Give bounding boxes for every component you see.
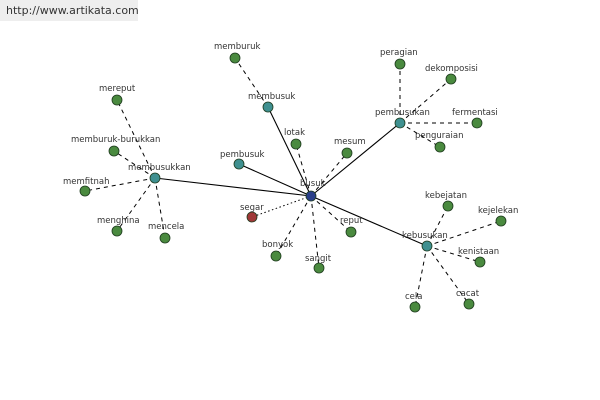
- node-memfitnah[interactable]: [79, 185, 91, 197]
- edge-busuk-kebusukan: [310, 195, 428, 247]
- edge-busuk-bonyok: [275, 195, 312, 257]
- node-kebejatan[interactable]: [442, 200, 454, 212]
- node-label-pembusukan: pembusukan: [375, 108, 430, 118]
- node-label-segar: segar: [240, 203, 264, 213]
- node-label-memburuk: memburuk: [214, 42, 260, 52]
- edge-busuk-pembusukan: [310, 122, 401, 197]
- edge-kebusukan-cacat: [426, 245, 470, 305]
- node-pembusuk[interactable]: [233, 158, 245, 170]
- node-label-mesum: mesum: [334, 137, 366, 147]
- node-peragian[interactable]: [394, 58, 406, 70]
- node-dekomposisi[interactable]: [445, 73, 457, 85]
- node-membusukkan[interactable]: [149, 172, 161, 184]
- node-kebusukan[interactable]: [421, 240, 433, 252]
- node-label-memburuk-burukkan: memburuk-burukkan: [71, 135, 160, 145]
- node-mencela[interactable]: [159, 232, 171, 244]
- edge-kebusukan-kejelekan: [426, 220, 502, 247]
- edge-busuk-lotak: [295, 143, 312, 197]
- node-membusuk[interactable]: [262, 101, 274, 113]
- node-lotak[interactable]: [290, 138, 302, 150]
- graph-nodes: [79, 52, 507, 313]
- edge-pembusukan-dekomposisi: [399, 78, 452, 124]
- node-label-kejelekan: kejelekan: [478, 206, 518, 216]
- node-bonyok[interactable]: [270, 250, 282, 262]
- edge-busuk-membusuk: [267, 106, 312, 197]
- edge-busuk-segar: [251, 195, 312, 218]
- node-pembusukan[interactable]: [394, 117, 406, 129]
- node-label-pembusuk: pembusuk: [220, 150, 265, 160]
- node-menghina[interactable]: [111, 225, 123, 237]
- edge-membusukkan-mencela: [154, 177, 166, 239]
- graph-edges: [84, 57, 502, 308]
- edge-kebusukan-kenistaan: [426, 245, 481, 263]
- edge-busuk-reput: [310, 195, 352, 233]
- node-label-peragian: peragian: [380, 48, 418, 58]
- node-memburuk[interactable]: [229, 52, 241, 64]
- edge-busuk-pembusuk: [238, 163, 312, 197]
- node-cacat[interactable]: [463, 298, 475, 310]
- node-label-mereput: mereput: [99, 84, 136, 94]
- node-sangit[interactable]: [313, 262, 325, 274]
- node-label-mencela: mencela: [148, 222, 184, 232]
- node-label-kenistaan: kenistaan: [458, 247, 499, 257]
- node-label-cacat: cacat: [456, 289, 480, 299]
- node-label-kebusukan: kebusukan: [402, 231, 448, 241]
- node-label-dekomposisi: dekomposisi: [425, 64, 478, 74]
- node-cela[interactable]: [409, 301, 421, 313]
- node-label-fermentasi: fermentasi: [452, 108, 498, 118]
- node-label-kebejatan: kebejatan: [425, 191, 467, 201]
- edge-membusukkan-memburuk-burukkan: [113, 150, 156, 179]
- watermark-url: http://www.artikata.com: [0, 0, 139, 21]
- node-label-membusukkan: membusukkan: [128, 163, 191, 173]
- node-label-busuk: busuk: [300, 179, 326, 189]
- edge-kebusukan-cela: [414, 245, 428, 308]
- node-label-reput: reput: [340, 216, 363, 226]
- node-label-bonyok: bonyok: [262, 240, 293, 250]
- node-fermentasi[interactable]: [471, 117, 483, 129]
- node-busuk[interactable]: [305, 190, 317, 202]
- node-label-sangit: sangit: [305, 254, 332, 264]
- node-memburuk-burukkan[interactable]: [108, 145, 120, 157]
- node-label-lotak: lotak: [284, 128, 305, 138]
- edge-membusukkan-memfitnah: [84, 177, 156, 192]
- node-kenistaan[interactable]: [474, 256, 486, 268]
- graph-labels: busuk membusuk membusukkan pembusukan kebusu…: [63, 42, 518, 302]
- node-label-cela: cela: [405, 292, 422, 302]
- node-kejelekan[interactable]: [495, 215, 507, 227]
- edge-busuk-membusukkan: [154, 177, 312, 197]
- node-mesum[interactable]: [341, 147, 353, 159]
- node-mereput[interactable]: [111, 94, 123, 106]
- node-segar[interactable]: [246, 211, 258, 223]
- edge-busuk-mesum: [310, 152, 348, 197]
- edge-membusukkan-menghina: [116, 177, 156, 232]
- node-label-penguraian: penguraian: [415, 131, 463, 141]
- node-reput[interactable]: [345, 226, 357, 238]
- node-penguraian[interactable]: [434, 141, 446, 153]
- edge-membusukkan-mereput: [116, 99, 156, 179]
- node-label-memfitnah: memfitnah: [63, 177, 109, 187]
- node-label-membusuk: membusuk: [248, 92, 295, 102]
- node-label-menghina: menghina: [97, 216, 140, 226]
- edge-membusuk-memburuk: [234, 57, 269, 108]
